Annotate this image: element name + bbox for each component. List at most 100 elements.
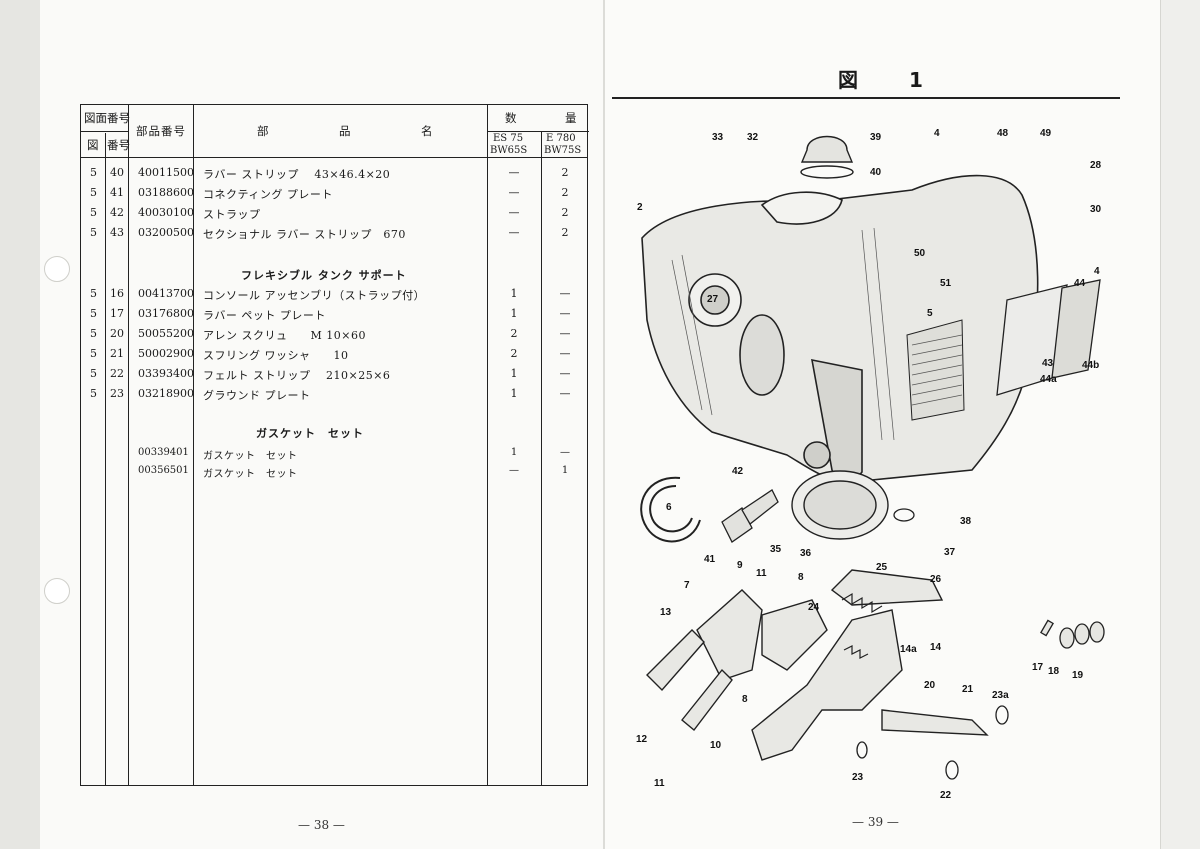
callout-label: 44b	[1082, 360, 1099, 371]
selector-mechanism-drawing	[646, 569, 989, 761]
callout-label: 43	[1042, 358, 1054, 369]
callout-label: 14	[930, 642, 942, 653]
callout-label: 26	[930, 574, 942, 585]
circlip-drawing	[640, 476, 701, 543]
header-model-bw75s: BW75S	[544, 145, 582, 156]
header-name-char: 品	[339, 124, 351, 138]
callout-label: 19	[1072, 670, 1084, 681]
header-model-es75: ES 75	[493, 133, 524, 144]
figure-rule	[612, 97, 1120, 99]
header-qty: 数	[505, 111, 517, 125]
header-name-char: 名	[421, 124, 433, 138]
callout-label: 11	[654, 778, 665, 789]
punch-hole	[44, 578, 70, 604]
gasket-drawing	[791, 470, 889, 540]
callout-label: 36	[800, 548, 812, 559]
callout-label: 10	[710, 740, 722, 751]
callout-label: 44a	[1040, 374, 1057, 385]
header-fig-group: 図面番号	[84, 111, 130, 125]
callout-label: 2	[637, 202, 643, 213]
callout-label: 21	[962, 684, 974, 695]
callout-label: 23a	[992, 690, 1009, 701]
callout-label: 33	[712, 132, 724, 143]
header-qty-2: 量	[565, 111, 577, 125]
callout-label: 7	[684, 580, 690, 591]
callout-label: 12	[636, 734, 648, 745]
page-edge	[1160, 0, 1200, 849]
callout-label: 51	[940, 278, 952, 289]
header-model-bw65s: BW65S	[490, 145, 528, 156]
section-heading: フレキシブル タンク サポート	[241, 269, 407, 282]
callout-label: 9	[737, 560, 743, 571]
callout-label: 44	[1074, 278, 1086, 289]
callout-label: 6	[666, 502, 672, 513]
callout-label: 49	[1040, 128, 1052, 139]
page-number-left: — 38 —	[298, 818, 345, 832]
punch-hole	[44, 256, 70, 282]
callout-label: 13	[660, 607, 672, 618]
callout-label: 25	[876, 562, 888, 573]
callout-label: 27	[707, 294, 719, 305]
callout-label: 48	[997, 128, 1009, 139]
callout-label: 38	[960, 516, 972, 527]
gearbox-housing-drawing	[641, 174, 1039, 483]
callout-label: 30	[1090, 204, 1102, 215]
callout-label: 24	[808, 602, 820, 613]
housing-hatching	[671, 227, 963, 441]
callout-label: 39	[870, 132, 882, 143]
callout-label: 23	[852, 772, 864, 783]
bolt-drawing	[721, 489, 779, 543]
callout-label: 8	[798, 572, 804, 583]
page-number-right: — 39 —	[852, 815, 899, 829]
callout-label: 20	[924, 680, 936, 691]
callout-label: 42	[732, 466, 744, 477]
callout-label: 37	[944, 547, 956, 558]
header-part-no: 部品番号	[136, 124, 186, 138]
page-gutter	[603, 0, 606, 849]
small-washers-drawing	[856, 508, 1009, 780]
callout-label: 28	[1090, 160, 1102, 171]
breather-cap-drawing	[800, 135, 854, 179]
header-name-char: 部	[257, 124, 269, 138]
callout-label: 14a	[900, 644, 917, 655]
callout-label: 22	[940, 790, 952, 801]
cover-plate-drawing	[996, 279, 1101, 396]
parts-table: 図面番号 図 番号 部品番号 部 品 名 数 量 ES 75 BW65S E 7…	[80, 104, 589, 786]
callout-label: 50	[914, 248, 926, 259]
callout-label: 11	[756, 568, 767, 579]
callout-label: 18	[1048, 666, 1060, 677]
exploded-parts-diagram: 33 32 39 40 4 48 49 28 30 2 50 51 27 5 4…	[636, 128, 1105, 801]
section-heading: ガスケット セット	[256, 427, 364, 440]
callout-label: 4	[1094, 266, 1100, 277]
header-model-e780: E 780	[546, 133, 576, 144]
left-page	[40, 0, 605, 849]
header-no: 番号	[107, 138, 130, 152]
callout-label: 8	[742, 694, 748, 705]
callout-label: 32	[747, 132, 759, 143]
washers-drawing	[1040, 619, 1105, 649]
callout-label: 41	[704, 554, 716, 565]
callout-label: 35	[770, 544, 782, 555]
callout-label: 4	[934, 128, 940, 139]
callout-label: 17	[1032, 662, 1044, 673]
callout-label: 40	[870, 167, 882, 178]
binding-strip	[0, 0, 41, 849]
header-fig: 図	[87, 138, 99, 152]
callout-label: 5	[927, 308, 933, 319]
callout-labels: 33 32 39 40 4 48 49 28 30 2 50 51 27 5 4…	[636, 128, 1102, 801]
figure-title: 図 1	[838, 68, 945, 92]
spring-drawing	[841, 592, 883, 659]
